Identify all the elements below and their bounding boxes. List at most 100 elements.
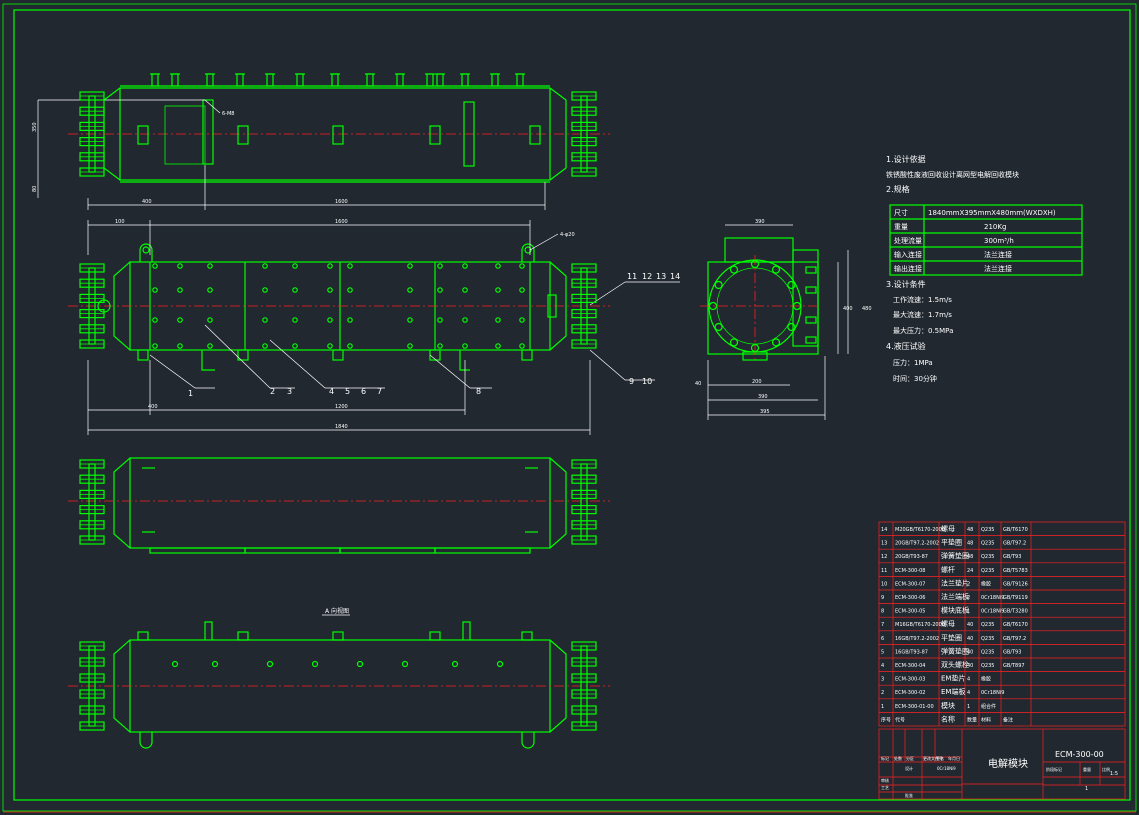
- top-bolt: [236, 73, 244, 87]
- top-bolt: [436, 73, 444, 87]
- spec-value: 法兰连接: [984, 250, 1012, 259]
- flange-bolt-stacks: [79, 91, 597, 731]
- bolt-dot: [347, 317, 353, 323]
- balloon-12: 12: [642, 272, 652, 281]
- balloon-13: 13: [656, 272, 666, 281]
- balloon-5: 5: [345, 387, 350, 396]
- spec-key: 尺寸: [894, 208, 908, 217]
- side-stud: [805, 286, 817, 294]
- col-label-3: 签名: [936, 755, 944, 761]
- bom-cell-qty: 2: [967, 595, 970, 601]
- sheet-border-outer: [2, 3, 1137, 812]
- bolt-dot: [262, 343, 268, 349]
- bom-cell-no: 12: [881, 554, 887, 560]
- stage-label-1: 重量: [1083, 766, 1091, 772]
- bom-cell-no: 8: [881, 609, 884, 615]
- top-bolt: [396, 73, 404, 87]
- bom-cell-qty: 40: [967, 636, 973, 642]
- bom-cell-no: 2: [881, 690, 884, 696]
- dim-front-w2: 1600: [335, 219, 348, 225]
- top-view: 350 80 400 1600 6-M8: [32, 73, 610, 210]
- side-stud: [805, 316, 817, 324]
- bom-cell-qty: 40: [967, 663, 973, 669]
- bom-cell-note: GB/T9126: [1003, 581, 1028, 587]
- bom-cell-no: 7: [881, 622, 884, 628]
- row-label-4: 批准: [905, 792, 913, 798]
- bom-cell-mat: 0Cr18Ni9: [981, 609, 1004, 615]
- side-bolt: [729, 338, 739, 347]
- bom-cell-code: ECM-300-06: [895, 595, 925, 601]
- spec-value: 1840mmX395mmX480mm(WXDXH): [928, 209, 1056, 217]
- top-bolt: [366, 73, 374, 87]
- bom-cell-mat: Q235: [981, 636, 994, 642]
- bom-cell-mat: Q235: [981, 649, 994, 655]
- callout-top: 6-M8: [222, 111, 234, 117]
- bom-cell-qty: 1: [967, 704, 970, 710]
- hole: [211, 660, 219, 668]
- bom-cell-note: GB/T3280: [1003, 609, 1028, 615]
- bom-cell-qty: 1: [967, 609, 970, 615]
- bom-cell-name: 平垫圈: [941, 538, 962, 547]
- bottom-view: [68, 457, 610, 554]
- row-label-3: 工艺: [881, 785, 889, 790]
- bom-cell-mat: 0Cr18Ni9: [981, 690, 1004, 696]
- bolt-dot: [495, 263, 501, 269]
- bolt-dot: [152, 287, 158, 293]
- dim-side-w1: 390: [755, 219, 765, 225]
- a-view-holes: [171, 660, 504, 668]
- bom-cell-name: 模块底板: [941, 606, 969, 615]
- bom-cell-code: 代号: [895, 716, 905, 723]
- dim-front-w4: 1200: [335, 404, 348, 410]
- bolt-dot: [407, 263, 413, 269]
- balloon-10: 10: [642, 377, 652, 386]
- row-label-0: 标记: [881, 755, 889, 761]
- dim-side-h1: 400: [843, 306, 853, 312]
- bom-cell-mat: 橡胶: [981, 676, 991, 683]
- bom-cell-qty: 48: [967, 527, 973, 533]
- bolt-dot: [462, 317, 468, 323]
- bolt-dot: [262, 287, 268, 293]
- bom-cell-code: 20GB/T97.2-2002: [895, 541, 939, 547]
- bom-cell-name: 弹簧垫圈: [941, 551, 969, 560]
- bom-cell-qty: 48: [967, 554, 973, 560]
- top-bolt: [206, 73, 214, 87]
- note-h4-line2: 时间：30分钟: [893, 374, 937, 383]
- bom-cell-qty: 数量: [967, 716, 977, 723]
- front-bolt-dots: [152, 263, 525, 349]
- balloon-2: 2: [270, 387, 275, 396]
- bom-cell-code: ECM-300-08: [895, 568, 925, 574]
- bom-cell-note: GB/T9119: [1003, 595, 1028, 601]
- spec-value: 法兰连接: [984, 264, 1012, 273]
- bom-cell-no: 5: [881, 649, 884, 655]
- bolt-dot: [519, 343, 525, 349]
- hole: [266, 660, 274, 668]
- bom-cell-name: 名称: [941, 714, 955, 723]
- top-bolt: [516, 73, 524, 87]
- side-bolt: [787, 280, 796, 290]
- spec-table-border: [889, 204, 1083, 276]
- bom-cell-name: 法兰垫片: [941, 578, 969, 587]
- bom-border: [878, 521, 1126, 727]
- spec-value: 300m³/h: [984, 237, 1014, 245]
- col-label-0: 处数: [894, 755, 902, 761]
- balloon-3: 3: [287, 387, 292, 396]
- bolt-dot: [177, 343, 183, 349]
- row-label-2: 审核: [881, 777, 889, 783]
- bom-cell-name: 螺杆: [941, 565, 955, 574]
- bom-cell-mat: 橡胶: [981, 580, 991, 587]
- note-h1-text: 铁锈酸性废液回收设计离网型电解回收模块: [886, 170, 1019, 179]
- bolt-dot: [177, 263, 183, 269]
- balloon-7: 7: [377, 387, 382, 396]
- bom-cell-qty: 2: [967, 581, 970, 587]
- bom-cell-code: ECM-300-03: [895, 677, 925, 683]
- bom-cell-code: 20GB/T93-87: [895, 554, 928, 560]
- bolt-dot: [407, 343, 413, 349]
- bom-cell-no: 6: [881, 636, 884, 642]
- sheet-value: 1: [1085, 786, 1088, 792]
- bom-cell-qty: 4: [967, 677, 970, 683]
- note-h4-line1: 压力：1MPa: [893, 358, 933, 367]
- dim-front-w1: 100: [115, 219, 125, 225]
- bolt-dot: [177, 317, 183, 323]
- dim-front-w3: 400: [148, 404, 158, 410]
- dim-top-w2: 1600: [335, 199, 348, 205]
